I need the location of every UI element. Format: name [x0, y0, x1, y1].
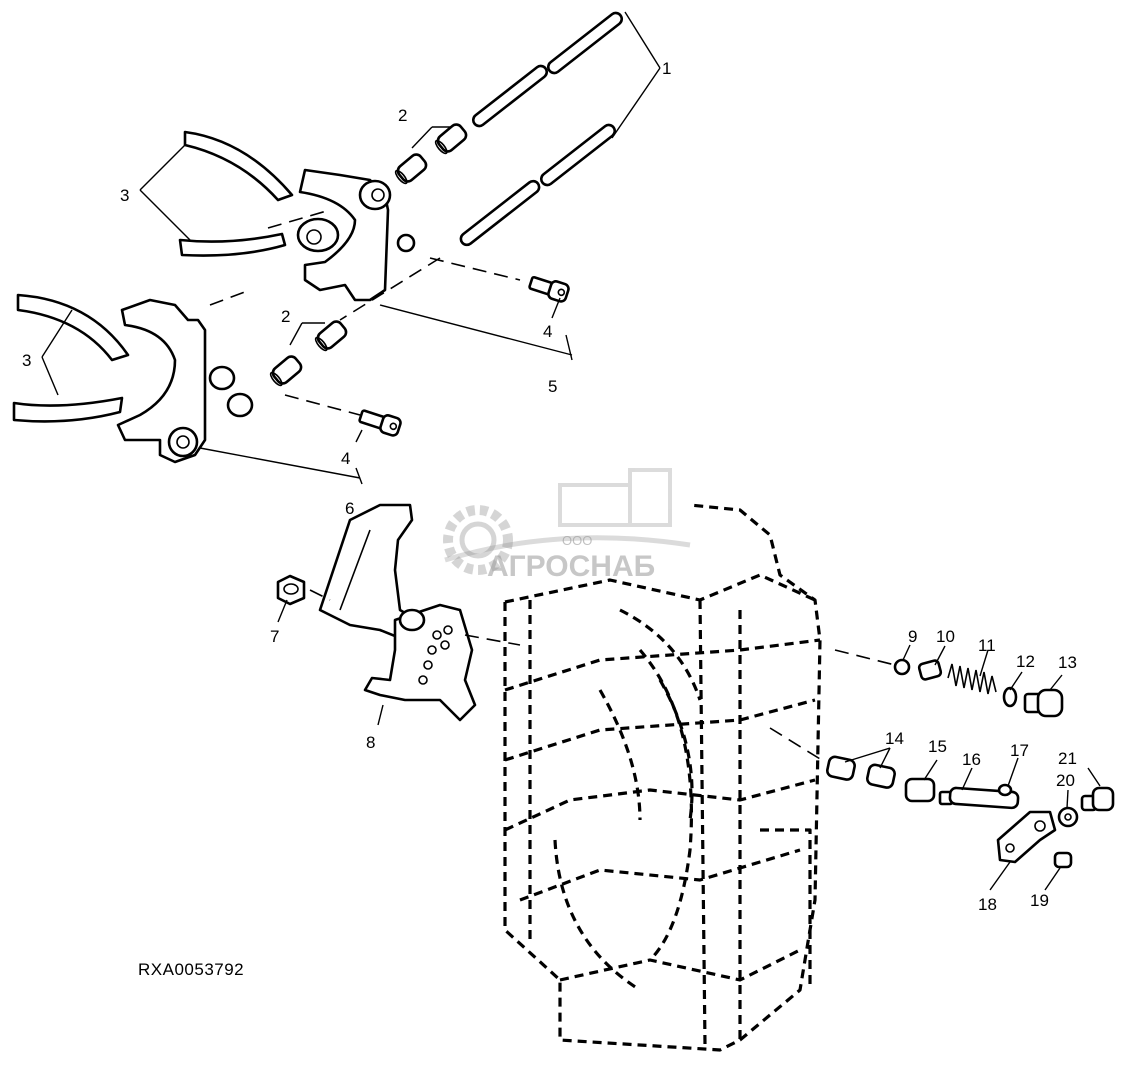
watermark-harvester-icon — [444, 468, 691, 563]
callout-10: 10 — [936, 627, 955, 646]
bolt-21 — [1080, 786, 1115, 812]
callout-20: 20 — [1056, 771, 1075, 790]
callout-2: 2 — [281, 307, 290, 326]
o-ring-12 — [1002, 686, 1018, 708]
callout-4: 4 — [341, 449, 350, 468]
pin-17 — [997, 783, 1013, 797]
callout-2: 2 — [398, 106, 407, 125]
reference-code: RXA0053792 — [138, 960, 244, 979]
shift-fork-upper — [296, 168, 416, 302]
nut — [276, 574, 306, 606]
callout-8: 8 — [366, 733, 375, 752]
callout-3: 3 — [120, 186, 129, 205]
callout-21: 21 — [1058, 749, 1077, 768]
callout-19: 19 — [1030, 891, 1049, 910]
shift-cam — [318, 503, 477, 722]
washer-20 — [1057, 806, 1079, 828]
callout-14: 14 — [885, 729, 904, 748]
transmission-housing — [503, 503, 822, 1052]
callout-labels: 1 2 2 3 3 4 4 5 6 7 8 9 10 11 12 13 14 1… — [22, 59, 1077, 914]
callout-17: 17 — [1010, 741, 1029, 760]
callout-7: 7 — [270, 627, 279, 646]
shift-fork-lower — [116, 298, 254, 464]
bushing-15 — [904, 777, 936, 803]
washer-19 — [1053, 851, 1073, 869]
callout-3: 3 — [22, 351, 31, 370]
fork-pads-lower — [12, 293, 130, 423]
leader-lines — [41, 11, 1101, 891]
set-screw-upper — [528, 275, 570, 303]
bushings-upper — [394, 123, 468, 185]
callout-4: 4 — [543, 322, 552, 341]
callout-5: 5 — [548, 377, 557, 396]
detent-ball — [893, 658, 911, 676]
assembly-lines — [209, 209, 896, 763]
lever-18 — [996, 810, 1057, 864]
shift-rails — [459, 11, 624, 247]
callout-15: 15 — [928, 737, 947, 756]
detent-spring — [947, 663, 997, 695]
fork-pads-upper — [178, 130, 294, 257]
callout-11: 11 — [978, 636, 996, 655]
callout-6: 6 — [345, 499, 354, 518]
callout-1: 1 — [662, 59, 671, 78]
bushings-14 — [825, 755, 896, 789]
callout-16: 16 — [962, 750, 981, 769]
watermark-brand: АГРОСНАБ — [487, 550, 655, 583]
bushings-lower — [269, 320, 348, 387]
watermark: ООО АГРОСНАБ — [443, 468, 691, 583]
set-screw-lower — [358, 409, 402, 437]
plug-13 — [1023, 688, 1064, 718]
callout-13: 13 — [1058, 653, 1077, 672]
watermark-gear-icon — [443, 505, 513, 575]
watermark-prefix: ООО — [562, 533, 592, 548]
callout-9: 9 — [908, 627, 917, 646]
callout-12: 12 — [1016, 652, 1035, 671]
detent-plunger — [917, 659, 943, 681]
callout-18: 18 — [978, 895, 997, 914]
